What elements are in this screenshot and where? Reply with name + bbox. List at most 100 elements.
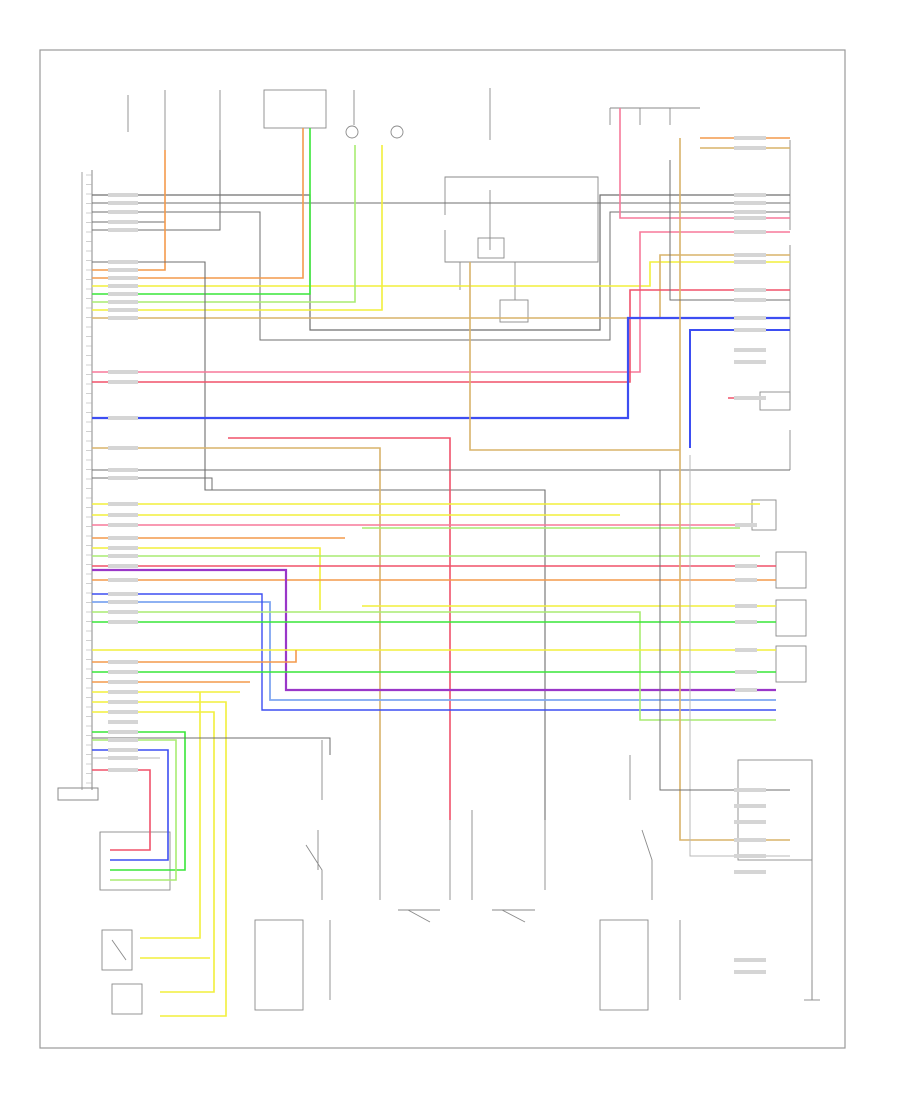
wire-label-mark bbox=[108, 730, 138, 734]
wire-label-mark bbox=[734, 260, 766, 264]
wire-label-mark bbox=[108, 620, 138, 624]
wire-label-mark bbox=[108, 284, 138, 288]
wire-label-mark bbox=[108, 768, 138, 772]
wire-label-mark bbox=[108, 600, 138, 604]
wire-label-mark bbox=[108, 690, 138, 694]
top-connector-group bbox=[127, 88, 700, 150]
sensor-icon bbox=[775, 599, 807, 637]
wire-label-mark bbox=[734, 298, 766, 302]
bottom-components bbox=[99, 740, 681, 1015]
wire-label-mark bbox=[734, 838, 766, 842]
lightgreen-wire bbox=[92, 611, 776, 721]
wire-label-mark bbox=[734, 201, 766, 205]
green-wire bbox=[92, 731, 186, 871]
right-connector-group bbox=[737, 140, 820, 1001]
red-wire bbox=[92, 289, 790, 383]
relay-icon bbox=[477, 237, 505, 259]
wire-label-mark bbox=[108, 416, 138, 420]
orange-wire bbox=[92, 128, 304, 279]
wire-label-mark bbox=[734, 804, 766, 808]
lightgreen-wire bbox=[92, 145, 356, 303]
wire-label-mark bbox=[108, 468, 138, 472]
switch-icon bbox=[407, 909, 431, 923]
wire-label-mark bbox=[734, 870, 766, 874]
wire-label-mark bbox=[734, 288, 766, 292]
module-box bbox=[599, 919, 649, 1011]
wire-label-mark bbox=[108, 300, 138, 304]
wire-label-mark bbox=[108, 446, 138, 450]
yellow-wire bbox=[140, 692, 201, 939]
wire-label-mark bbox=[734, 958, 766, 962]
wire-label-mark bbox=[108, 276, 138, 280]
black-wire bbox=[92, 211, 790, 341]
violet-wire bbox=[92, 568, 776, 692]
wire-label-mark bbox=[108, 316, 138, 320]
wire-label-mark bbox=[734, 970, 766, 974]
wire-label-mark bbox=[108, 380, 138, 384]
wire-label-mark bbox=[734, 193, 766, 197]
blue-wire bbox=[92, 749, 169, 861]
wire-label-mark bbox=[108, 670, 138, 674]
blue-wire bbox=[689, 329, 790, 448]
wire-label-mark bbox=[734, 396, 766, 400]
wire-label-mark bbox=[108, 564, 138, 568]
wire-label-mark bbox=[734, 230, 766, 234]
yellow-wire bbox=[92, 711, 215, 993]
blue-wire bbox=[92, 593, 776, 711]
wire-label-mark bbox=[735, 578, 757, 582]
wire-label-mark bbox=[734, 788, 766, 792]
ecu-ground-block bbox=[57, 787, 99, 801]
wire-label-mark bbox=[108, 710, 138, 714]
black-wire bbox=[92, 194, 790, 331]
wire-label-mark bbox=[108, 228, 138, 232]
wire-label-mark bbox=[108, 513, 138, 517]
sensor-icon bbox=[775, 551, 807, 589]
label-layer bbox=[108, 136, 766, 974]
wire-label-mark bbox=[734, 216, 766, 220]
wire-label-mark bbox=[108, 292, 138, 296]
junction-connector bbox=[263, 89, 327, 129]
connector-icon bbox=[499, 299, 529, 323]
tan-wire bbox=[92, 254, 790, 319]
orange-wire bbox=[92, 650, 297, 663]
wire-label-mark bbox=[108, 554, 138, 558]
wire-label-mark bbox=[734, 360, 766, 364]
black-wire bbox=[92, 261, 546, 820]
ecu-pin-ticks bbox=[86, 174, 92, 784]
wire-label-mark bbox=[734, 820, 766, 824]
wire-label-mark bbox=[108, 756, 138, 760]
wire-label-mark bbox=[108, 748, 138, 752]
wire-label-mark bbox=[735, 523, 757, 527]
black-wire bbox=[92, 737, 331, 755]
sensor-icon bbox=[101, 929, 133, 971]
wire-label-mark bbox=[108, 220, 138, 224]
wire-label-mark bbox=[108, 523, 138, 527]
wire-label-mark bbox=[108, 660, 138, 664]
module-box bbox=[254, 919, 304, 1011]
harness-connector bbox=[99, 831, 171, 891]
lamp-icon bbox=[345, 125, 359, 139]
wire-label-mark bbox=[108, 260, 138, 264]
wire-label-mark bbox=[108, 308, 138, 312]
wire-label-mark bbox=[108, 720, 138, 724]
wire-label-mark bbox=[735, 564, 757, 568]
wire-label-mark bbox=[734, 328, 766, 332]
wire-label-mark bbox=[734, 348, 766, 352]
skyblue-wire bbox=[92, 601, 776, 701]
yellow-wire bbox=[92, 547, 321, 610]
wire-label-mark bbox=[735, 648, 757, 652]
tan-wire bbox=[469, 262, 680, 451]
relay-block bbox=[444, 176, 599, 323]
black-wire bbox=[92, 150, 221, 231]
wire-label-mark bbox=[108, 502, 138, 506]
blue-wire bbox=[92, 316, 790, 420]
sensor-icon bbox=[775, 645, 807, 683]
wire-label-mark bbox=[734, 316, 766, 320]
wire-label-mark bbox=[735, 670, 757, 674]
tan-wire bbox=[92, 447, 381, 820]
wire-label-mark bbox=[108, 370, 138, 374]
wire-label-mark bbox=[734, 136, 766, 140]
wire-label-mark bbox=[734, 146, 766, 150]
